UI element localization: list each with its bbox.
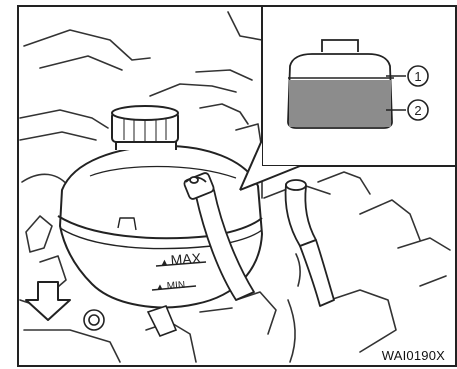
min-label: MIN xyxy=(166,280,185,292)
bolt-cap xyxy=(84,310,104,330)
callout-2-label: 2 xyxy=(414,103,421,118)
max-marker-arrow: ▲ xyxy=(160,257,169,267)
min-marker-arrow: ▲ xyxy=(156,282,164,291)
inset-panel: 1 2 xyxy=(238,6,456,190)
figure-code: WAI0190X xyxy=(382,348,445,363)
max-label: MAX xyxy=(170,250,202,268)
coolant-fill xyxy=(289,80,391,127)
callout-1-label: 1 xyxy=(414,69,421,84)
